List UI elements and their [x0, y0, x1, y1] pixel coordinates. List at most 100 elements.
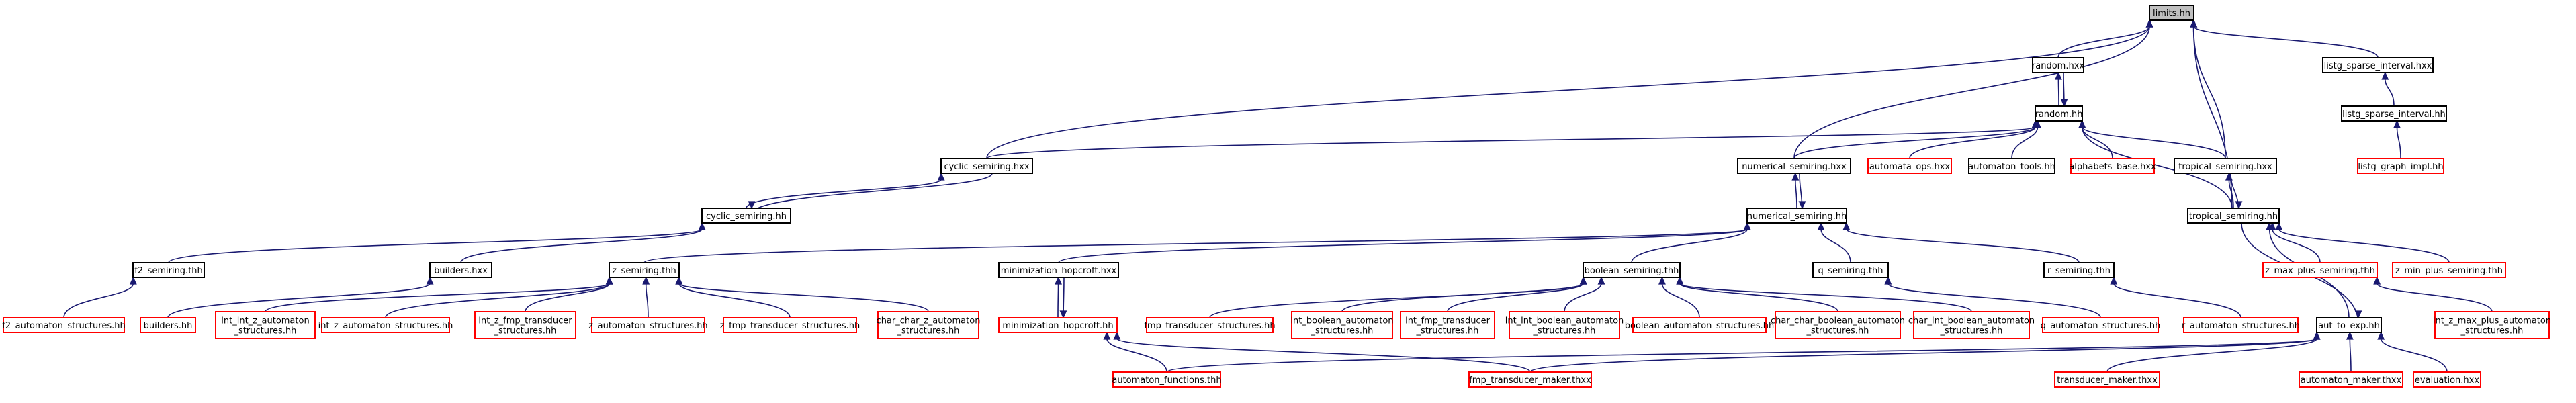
node-r-semiring-thh[interactable]: r_semiring.thh — [2043, 262, 2115, 278]
node-int-z-automaton-structures-hh[interactable]: int_z_automaton_structures.hh — [318, 317, 453, 333]
edge-fmp-transducer-maker-thxx-to-minimization-hopcroft-hh — [1113, 331, 1531, 373]
edge-line — [1795, 179, 1797, 209]
node-label: automaton_functions.thh — [1112, 375, 1221, 386]
node-f2-semiring-thh[interactable]: f2_semiring.thh — [132, 262, 205, 278]
edge-line — [2193, 26, 2379, 58]
edge-int-fmp-transducer-structures-hh-to-boolean-semiring-thh — [1447, 276, 1587, 312]
node-automaton-maker-thxx[interactable]: automaton_maker.thxx — [2299, 371, 2403, 388]
edge-line — [678, 283, 791, 318]
edge-line — [2082, 126, 2233, 209]
node-fmp-transducer-structures-hh[interactable]: fmp_transducer_structures.hh — [1144, 317, 1276, 333]
node-z-max-plus-semiring-thh[interactable]: z_max_plus_semiring.thh — [2262, 262, 2378, 278]
node-aut-to-exp-hh[interactable]: aut_to_exp.hh — [2316, 317, 2382, 333]
node-q-automaton-structures-hh[interactable]: q_automaton_structures.hh — [2041, 317, 2161, 333]
node-box — [1400, 311, 1495, 339]
node-char-int-boolean-automaton-structures-hh[interactable]: char_int_boolean_automaton_structures.hh — [1908, 311, 2035, 339]
node-automaton-functions-thh[interactable]: automaton_functions.thh — [1112, 371, 1222, 388]
node-int-boolean-automaton-structures-hh[interactable]: int_boolean_automaton_structures.hh — [1290, 311, 1394, 339]
arrowhead — [1817, 222, 1825, 230]
node-listg-sparse-interval-hh[interactable]: listg_sparse_interval.hh — [2341, 105, 2447, 122]
edge-line — [986, 26, 2150, 159]
node-box — [321, 317, 450, 333]
node-fmp-transducer-maker-thxx[interactable]: fmp_transducer_maker.thxx — [1468, 371, 1592, 388]
node-char-char-boolean-automaton-structures-hh[interactable]: char_char_boolean_automaton_structures.h… — [1771, 311, 1905, 339]
edge-listg-sparse-interval-hxx-to-limits-hh — [2190, 19, 2379, 58]
node-r-automaton-structures-hh[interactable]: r_automaton_structures.hh — [2182, 317, 2300, 333]
node-label: int_z_fmp_transducer — [478, 316, 572, 326]
edge-f2-semiring-thh-to-cyclic-semiring-hh — [168, 222, 706, 263]
arrowhead — [1798, 201, 1806, 210]
node-box — [591, 317, 705, 333]
node-label: numerical_semiring.hxx — [1742, 162, 1847, 172]
node-minimization-hopcroft-hxx[interactable]: minimization_hopcroft.hxx — [998, 262, 1119, 278]
edge-line — [2113, 283, 2241, 318]
node-automaton-tools-hh[interactable]: automaton_tools.hh — [1968, 158, 2055, 174]
node-random-hxx[interactable]: random.hxx — [2032, 57, 2084, 73]
node-transducer-maker-thxx[interactable]: transducer_maker.thxx — [2054, 371, 2160, 388]
node-box — [1775, 311, 1901, 339]
node-label: automaton_tools.hh — [1968, 162, 2055, 172]
node-box — [998, 317, 1118, 333]
node-listg-sparse-interval-hxx[interactable]: listg_sparse_interval.hxx — [2322, 57, 2434, 73]
node-boolean-automaton-structures-hh[interactable]: boolean_automaton_structures.hh — [1625, 317, 1775, 333]
node-box — [1746, 208, 1847, 224]
edge-line — [168, 228, 703, 263]
node-label: alphabets_base.hxx — [2069, 162, 2156, 172]
node-automata-ops-hxx[interactable]: automata_ops.hxx — [1867, 158, 1952, 174]
edge-line — [2106, 338, 2317, 373]
edge-line — [2380, 338, 2448, 373]
node-int-int-z-automaton-structures-hh[interactable]: int_int_z_automaton_structures.hh — [215, 311, 316, 339]
node-box — [998, 262, 1119, 278]
node-boolean-semiring-thh[interactable]: boolean_semiring.thh — [1583, 262, 1681, 278]
arrowhead — [2377, 331, 2385, 340]
edge-line — [643, 228, 1748, 263]
node-box — [2262, 262, 2378, 278]
edge-line — [2081, 126, 2113, 159]
node-builders-hh[interactable]: builders.hh — [140, 317, 196, 333]
node-box — [2187, 208, 2280, 224]
edge-listg-graph-impl-hh-to-listg-sparse-interval-hh — [2393, 120, 2401, 159]
node-tropical-semiring-hh[interactable]: tropical_semiring.hh — [2187, 208, 2280, 224]
node-random-hh[interactable]: random.hh — [2035, 105, 2083, 122]
node-z-min-plus-semiring-thh[interactable]: z_min_plus_semiring.thh — [2392, 262, 2506, 278]
edge-int-z-fmp-transducer-structures-hh-to-z-semiring-thh — [525, 276, 613, 312]
edge-line — [1793, 126, 2036, 159]
node-tropical-semiring-hxx[interactable]: tropical_semiring.hxx — [2174, 158, 2277, 174]
node-box — [2032, 57, 2084, 73]
node-z-fmp-transducer-structures-hh[interactable]: z_fmp_transducer_structures.hh — [720, 317, 860, 333]
node-box — [1867, 158, 1952, 174]
node-z-automaton-structures-hh[interactable]: z_automaton_structures.hh — [588, 317, 708, 333]
node-int-z-fmp-transducer-structures-hh[interactable]: int_z_fmp_transducer_structures.hh — [474, 311, 576, 339]
node-label: _structures.hh — [2460, 326, 2524, 337]
node-label: random.hxx — [2032, 61, 2084, 71]
node-numerical-semiring-hxx[interactable]: numerical_semiring.hxx — [1737, 158, 1851, 174]
node-box — [474, 311, 576, 339]
node-int-fmp-transducer-structures-hh[interactable]: int_fmp_transducer_structures.hh — [1400, 311, 1495, 339]
node-label: f2_semiring.thh — [134, 266, 203, 276]
edge-builders-hxx-to-cyclic-semiring-hh — [460, 222, 706, 263]
node-char-char-z-automaton-structures-hh[interactable]: char_char_z_automaton_structures.hh — [877, 311, 981, 339]
node-label: cyclic_semiring.hxx — [944, 162, 1029, 172]
node-f2-automaton-structures-hh[interactable]: f2_automaton_structures.hh — [2, 317, 126, 333]
edge-numerical-semiring-hxx-to-limits-hh — [1793, 19, 2153, 159]
node-minimization-hopcroft-hh[interactable]: minimization_hopcroft.hh — [998, 317, 1118, 333]
edge-z-min-plus-semiring-thh-to-tropical-semiring-hh — [2275, 222, 2450, 263]
node-int-int-boolean-automaton-structures-hh[interactable]: int_int_boolean_automaton_structures.hh — [1505, 311, 1624, 339]
node-box — [1509, 311, 1620, 339]
node-label: fmp_transducer_structures.hh — [1144, 321, 1275, 331]
edge-line — [1116, 338, 1531, 373]
arrowhead — [2354, 310, 2362, 319]
edge-evaluation-hxx-to-aut-to-exp-hh — [2377, 331, 2448, 373]
node-cyclic-semiring-hxx[interactable]: cyclic_semiring.hxx — [940, 158, 1033, 174]
node-box — [1583, 262, 1681, 278]
node-int-z-max-plus-automaton-structures-hh[interactable]: int_z_max_plus_automaton_structures.hh — [2433, 311, 2551, 339]
node-listg-graph-impl-hh[interactable]: listg_graph_impl.hh — [2357, 158, 2444, 174]
arrowhead — [1658, 276, 1666, 285]
node-builders-hxx[interactable]: builders.hxx — [429, 262, 492, 278]
node-numerical-semiring-hh[interactable]: numerical_semiring.hh — [1746, 208, 1847, 224]
node-z-semiring-thh[interactable]: z_semiring.thh — [609, 262, 680, 278]
node-cyclic-semiring-hh[interactable]: cyclic_semiring.hh — [701, 208, 791, 224]
node-alphabets-base-hxx[interactable]: alphabets_base.hxx — [2069, 158, 2156, 174]
node-evaluation-hxx[interactable]: evaluation.hxx — [2413, 371, 2481, 388]
node-q-semiring-thh[interactable]: q_semiring.thh — [1812, 262, 1889, 278]
